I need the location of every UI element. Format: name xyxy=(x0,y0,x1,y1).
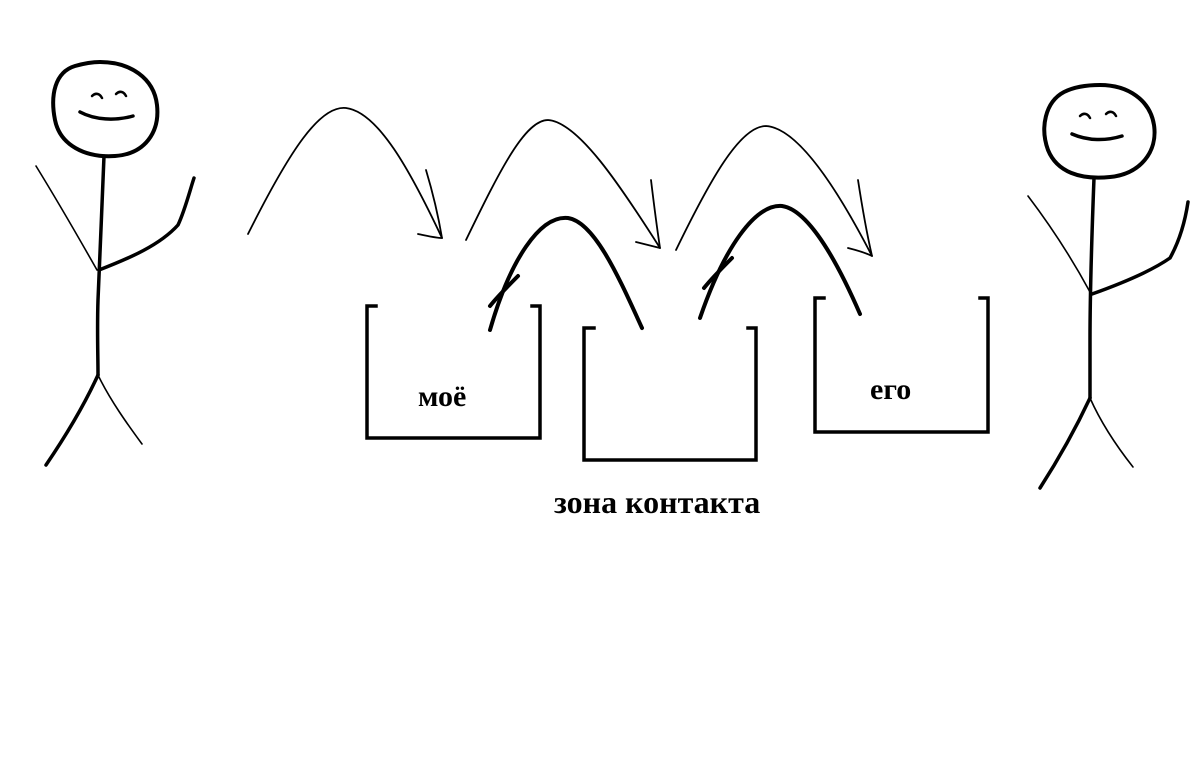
contact-zone-label: зона контакта xyxy=(554,484,761,520)
arrow-from-left-person-to-mine-head xyxy=(417,169,443,239)
right-person-arm-right xyxy=(1090,200,1190,296)
right-person-leg-left xyxy=(1038,396,1092,490)
left-person-eye xyxy=(114,90,128,98)
mine-box xyxy=(365,304,542,440)
arrow-from-contact-zone-to-mine xyxy=(488,215,644,332)
left-person xyxy=(35,60,196,467)
left-person-smile xyxy=(78,110,135,121)
left-person-eye xyxy=(90,92,104,100)
left-person-leg-right xyxy=(97,374,143,445)
left-person-body xyxy=(95,154,106,377)
right-person xyxy=(1027,83,1190,490)
left-person-arm-right xyxy=(97,176,196,272)
his-label: его xyxy=(870,373,912,406)
right-person-leg-right xyxy=(1089,397,1134,468)
mine-label: моё xyxy=(418,380,467,413)
right-person-eye xyxy=(1104,110,1118,118)
arrow-from-left-person-to-mine xyxy=(247,107,443,239)
arrow-from-his-to-contact-zone-head xyxy=(702,256,734,290)
arrow-from-his-to-contact-zone xyxy=(698,203,862,320)
right-person-head xyxy=(1042,83,1157,180)
arrow-from-mine-to-contact-zone xyxy=(465,119,661,249)
arrow-from-contact-zone-to-his xyxy=(675,125,873,257)
right-person-smile xyxy=(1070,132,1124,142)
left-person-leg-left xyxy=(44,373,100,467)
right-person-arm-left xyxy=(1027,195,1091,293)
right-person-body xyxy=(1088,176,1096,400)
contact-zone-box xyxy=(582,326,758,462)
left-person-head xyxy=(51,60,160,159)
right-person-eye xyxy=(1078,112,1092,120)
his-box xyxy=(813,296,990,434)
arrow-from-mine-to-contact-zone-head xyxy=(635,179,661,249)
arrow-from-contact-zone-to-his-head xyxy=(847,179,873,257)
arrow-from-contact-zone-to-mine-head xyxy=(488,274,520,308)
left-person-arm-left xyxy=(35,165,98,271)
